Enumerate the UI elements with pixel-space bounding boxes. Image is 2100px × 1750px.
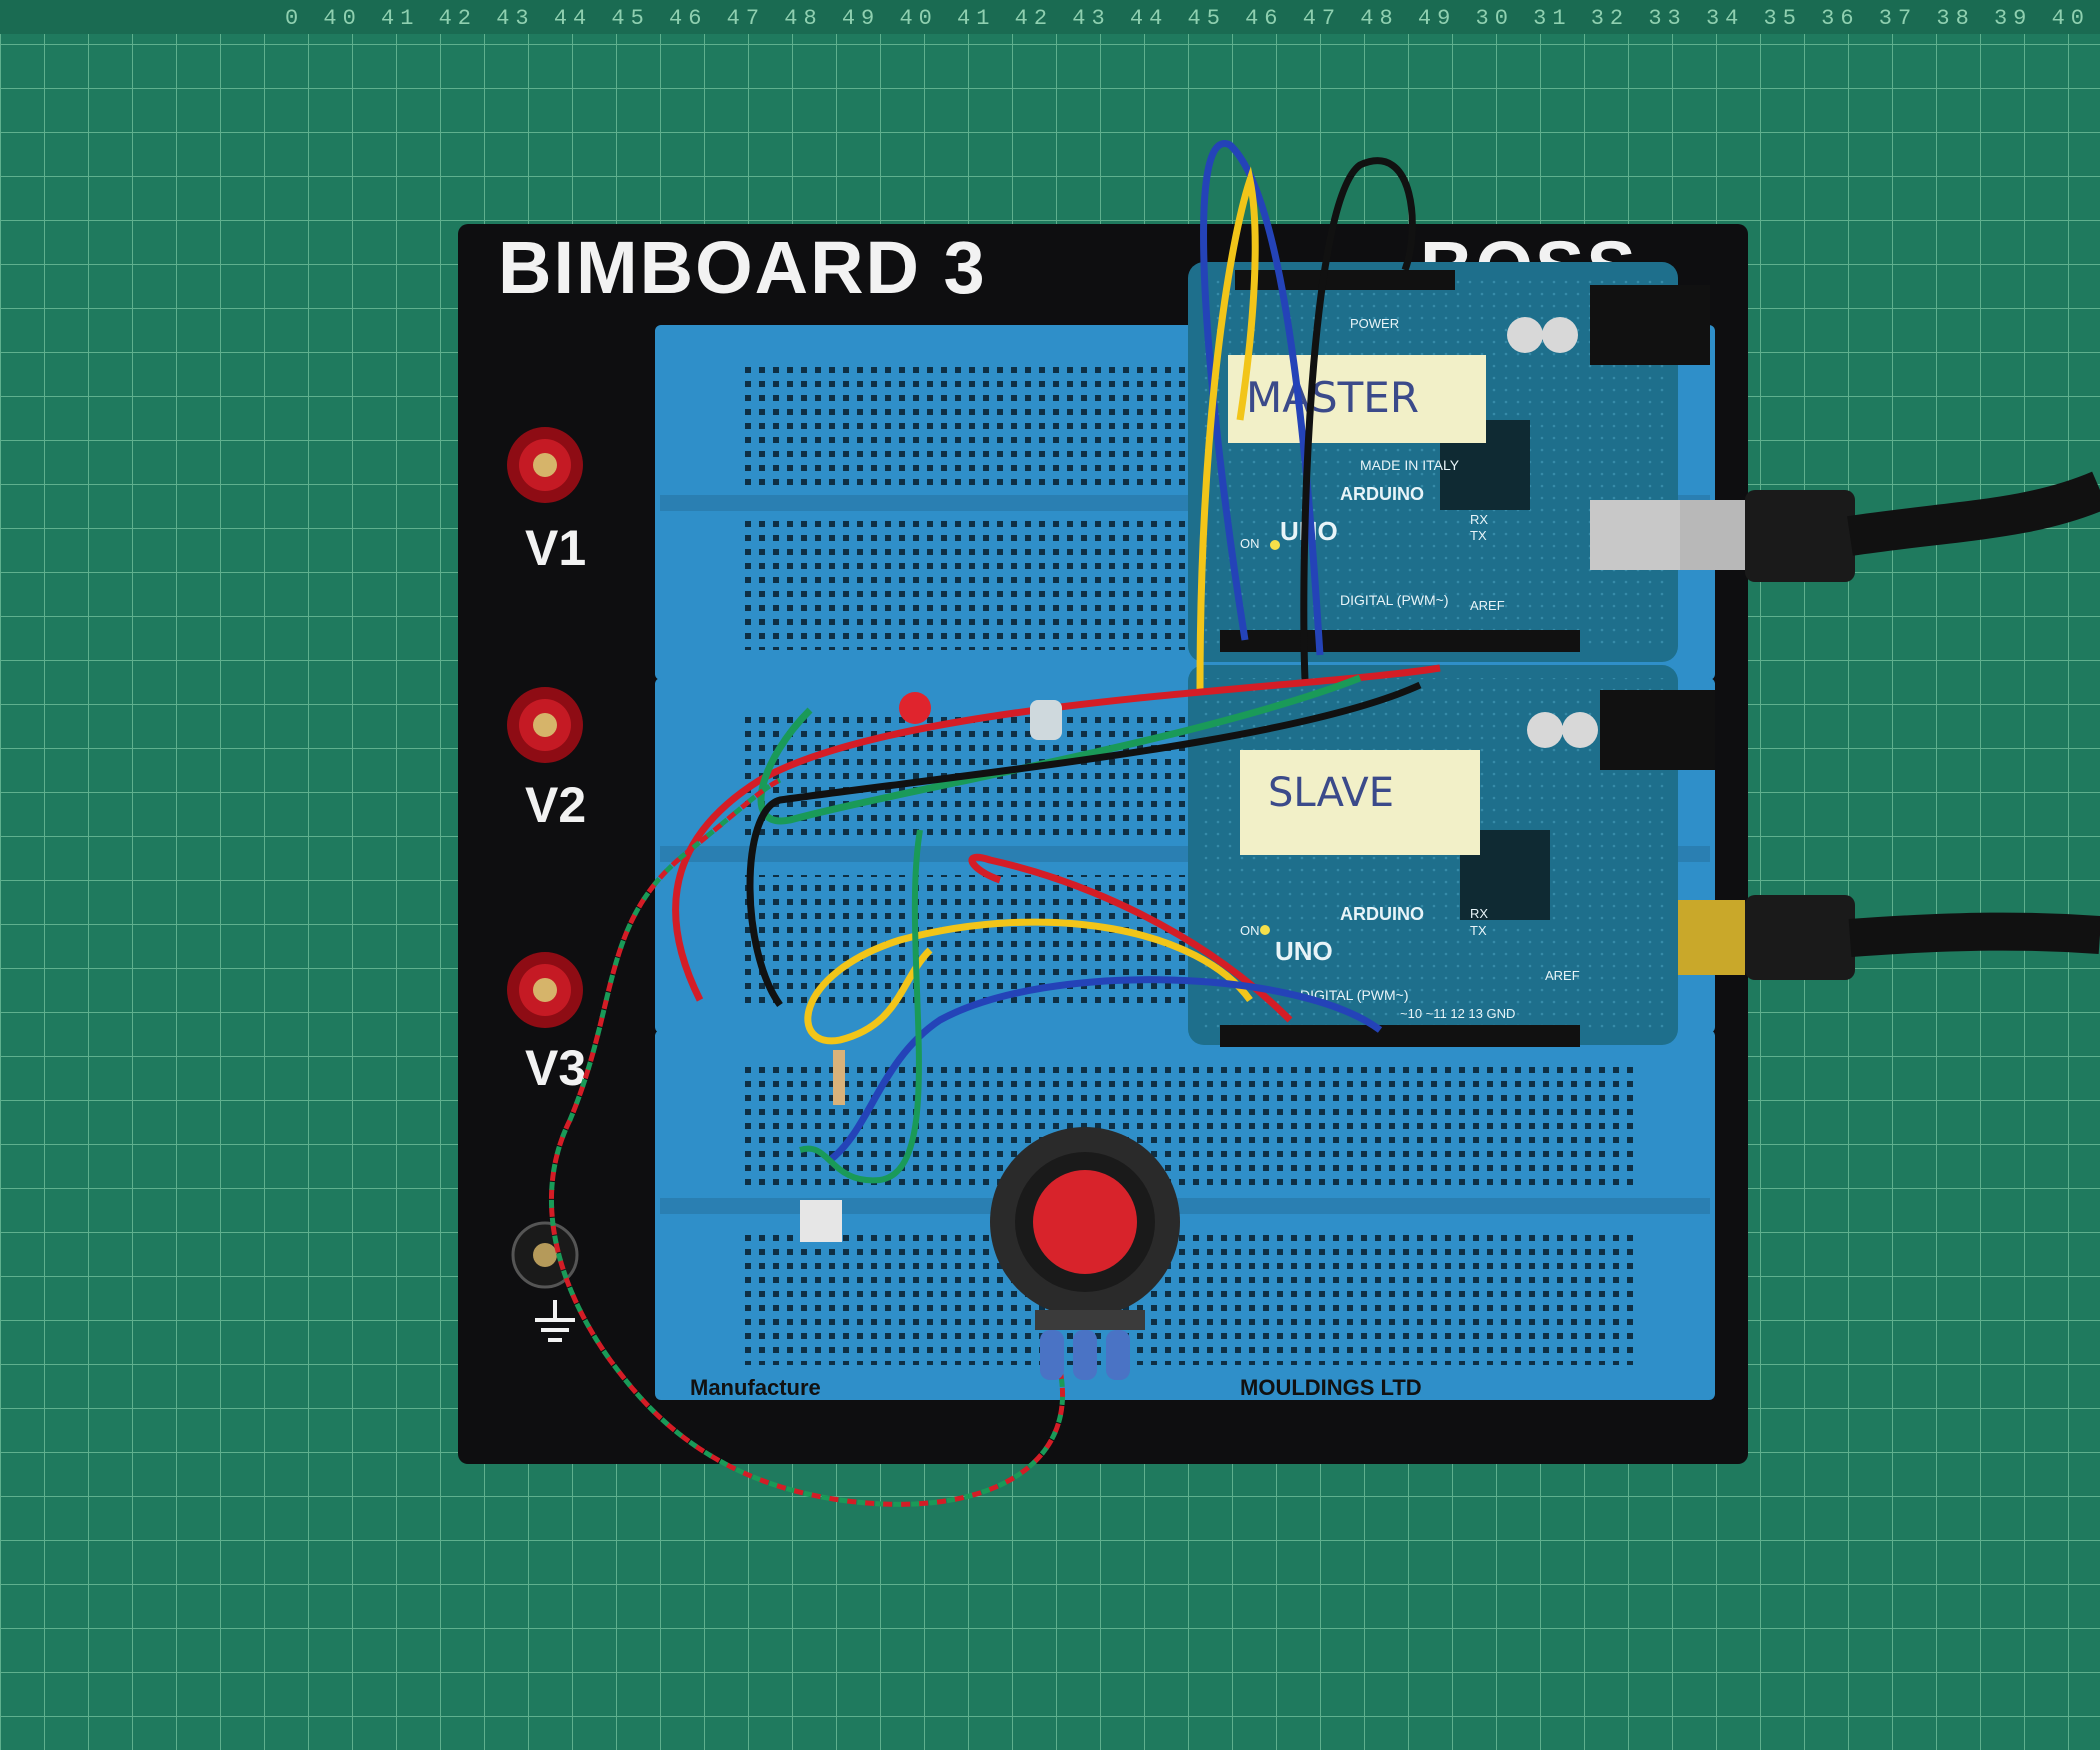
board-footer-left: Manufacture (690, 1375, 821, 1400)
master-label-text: MASTER (1246, 373, 1419, 422)
master-made-in: MADE IN ITALY (1360, 457, 1460, 473)
wire-red-slave (968, 853, 1293, 1023)
terminal-post-v3 (507, 952, 583, 1028)
slave-aref-label: AREF (1545, 968, 1580, 983)
master-aref-label: AREF (1470, 598, 1505, 613)
bimboard-brand-left: BIMBOARD 3 (498, 226, 987, 309)
wire-yellow-master (1196, 166, 1259, 691)
tactile-pushbutton (800, 1200, 842, 1242)
master-brand: ARDUINO (1340, 484, 1424, 504)
slave-digital-label: DIGITAL (PWM~) (1300, 987, 1409, 1003)
wire-red-i2c (672, 664, 1441, 1002)
terminal-post-ground (511, 1221, 579, 1289)
twisted-cable-green (549, 777, 1065, 1507)
slave-label-text: SLAVE (1268, 770, 1394, 816)
slave-pins-label: ~10 ~11 12 13 GND (1400, 1006, 1515, 1021)
wire-black-master (1300, 157, 1416, 681)
red-led (899, 692, 931, 724)
wire-black-ground (746, 681, 1422, 1008)
slave-model: UNO (1275, 936, 1333, 966)
breadboard-bottom-module (655, 1030, 1715, 1400)
master-rx-label: RX (1470, 512, 1488, 527)
master-label-sticker (1228, 355, 1486, 443)
master-tx-label: TX (1470, 528, 1487, 543)
terminal-label-v2: V2 (525, 777, 586, 833)
potentiometer-with-red-knob (990, 1127, 1180, 1380)
resistor (833, 1050, 845, 1105)
slave-on-label: ON (1240, 923, 1260, 938)
slave-label-sticker (1240, 750, 1480, 855)
terminal-label-v1: V1 (525, 520, 586, 576)
board-footer-right: MOULDINGS LTD (1240, 1375, 1422, 1400)
mat-ruler-strip (0, 0, 2100, 34)
electrolytic-capacitor (1030, 700, 1062, 740)
ground-symbol-icon (535, 1300, 575, 1342)
master-digital-label: DIGITAL (PWM~) (1340, 592, 1449, 608)
terminal-label-v3: V3 (525, 1040, 586, 1096)
slave-tx-label: TX (1470, 923, 1487, 938)
wire-green-i2c (757, 674, 1362, 825)
wire-blue-slave (827, 976, 1383, 1163)
mat-ruler-numbers: 0 40 41 42 43 44 45 46 47 48 49 40 41 42… (285, 6, 2090, 31)
wire-yellow-slave (804, 918, 1253, 1045)
master-power-label: POWER (1350, 316, 1399, 331)
terminal-post-v2 (507, 687, 583, 763)
wire-green-slave (799, 829, 923, 1184)
master-on-label: ON (1240, 536, 1260, 551)
slave-brand: ARDUINO (1340, 904, 1424, 924)
terminal-post-v1 (507, 427, 583, 503)
slave-rx-label: RX (1470, 906, 1488, 921)
